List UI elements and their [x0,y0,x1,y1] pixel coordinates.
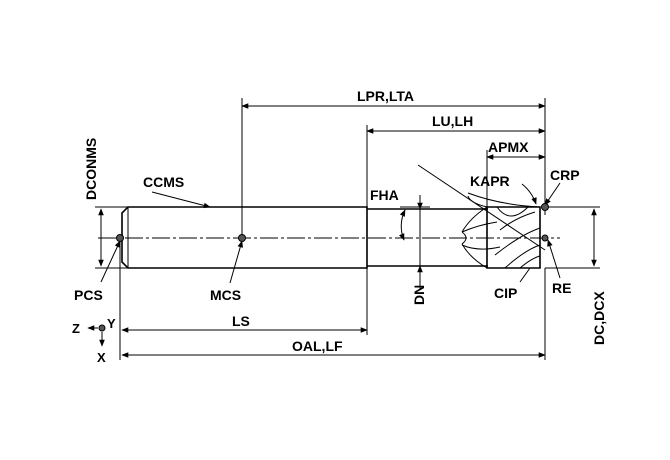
mcs-point [238,234,246,242]
dconms-dimension [95,206,128,269]
label-axis-z: Z [72,321,80,336]
label-apmx: APMX [488,139,529,155]
top-dimensions [241,98,546,238]
label-cip: CIP [494,285,517,301]
label-dn: DN [411,285,427,305]
kapr-angle [417,164,546,251]
label-dconms: DCONMS [83,138,99,200]
label-axis-y: Y [107,316,116,331]
pcs-point [116,234,124,242]
label-lu-lh: LU,LH [432,113,473,129]
re-point [541,234,549,242]
label-crp: CRP [550,167,580,183]
label-re: RE [552,280,571,296]
leader-lines [100,182,561,284]
label-kapr: KAPR [470,173,510,189]
label-ccms: CCMS [143,174,184,190]
label-axis-x: X [97,350,106,365]
dc-dcx-dimension [545,206,600,269]
fha-angle [399,206,430,241]
label-mcs: MCS [210,287,241,303]
bottom-dimensions [119,238,546,360]
label-dc-dcx: DC,DCX [591,291,607,345]
label-ls: LS [232,313,250,329]
axis-symbol [87,324,106,347]
label-pcs: PCS [74,287,103,303]
crp-point [541,203,549,211]
axis-origin-point [98,324,106,332]
label-oal-lf: OAL,LF [292,338,343,354]
label-lpr-lta: LPR,LTA [357,88,414,104]
label-fha: FHA [370,187,399,203]
